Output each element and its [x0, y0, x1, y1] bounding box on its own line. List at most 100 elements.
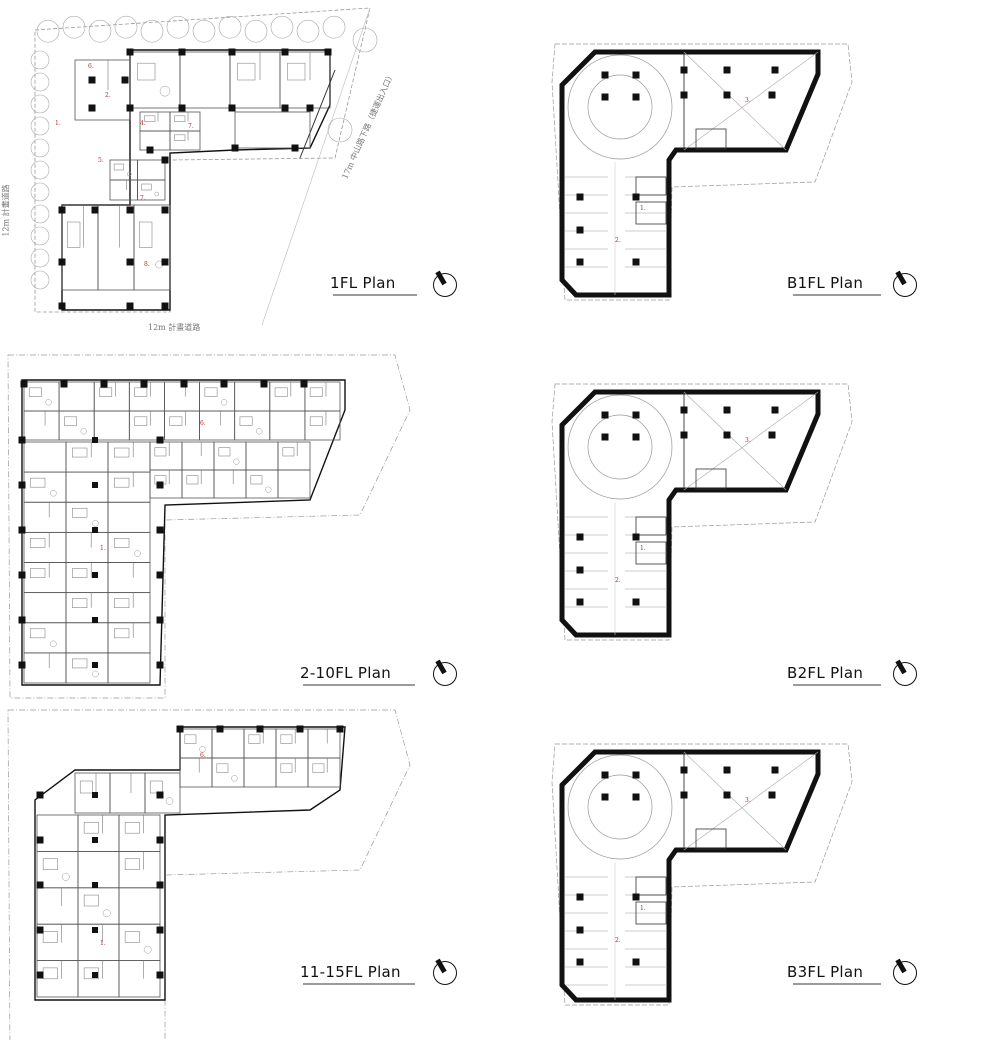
furniture — [29, 568, 46, 578]
plan-title-b3fl: B3FL Plan — [787, 963, 864, 981]
column — [768, 431, 776, 439]
fixture — [233, 458, 240, 465]
room — [234, 111, 311, 149]
column — [176, 725, 184, 733]
column — [88, 104, 96, 112]
furniture — [114, 628, 130, 639]
column — [100, 380, 108, 388]
column — [18, 661, 26, 669]
fixture — [265, 486, 272, 493]
tree-icon — [30, 160, 50, 180]
room — [304, 410, 341, 441]
fixture — [256, 428, 263, 435]
core-elevator — [695, 128, 727, 150]
core-stair — [635, 541, 667, 565]
furniture — [174, 115, 186, 122]
tree-icon — [270, 15, 294, 39]
column — [576, 926, 584, 934]
column — [92, 927, 98, 933]
column — [92, 617, 98, 623]
plan-title-1fl: 1FL Plan — [330, 274, 396, 292]
column — [216, 725, 224, 733]
column — [632, 793, 640, 801]
column — [92, 437, 98, 443]
column — [291, 144, 299, 152]
room — [107, 501, 151, 533]
core-stair — [635, 901, 667, 925]
column — [576, 566, 584, 574]
plan-underline-2-10fl — [303, 684, 415, 686]
column — [680, 91, 688, 99]
furniture — [72, 598, 88, 608]
fixture — [165, 797, 174, 805]
room-number: 1. — [100, 545, 106, 552]
column — [632, 258, 640, 266]
furniture — [124, 858, 140, 870]
room — [137, 159, 166, 181]
site-line — [261, 7, 371, 326]
tree-icon — [322, 15, 346, 39]
furniture — [83, 821, 99, 834]
column — [88, 76, 96, 84]
column — [18, 616, 26, 624]
fixture — [199, 746, 206, 753]
column — [680, 66, 688, 74]
room-number: 7. — [188, 123, 194, 130]
ramp-core — [587, 74, 653, 140]
tree-icon — [36, 19, 60, 43]
plan-underline-b2fl — [793, 684, 881, 686]
column — [576, 226, 584, 234]
room — [133, 204, 171, 291]
column — [601, 793, 609, 801]
column — [632, 958, 640, 966]
room — [97, 204, 135, 291]
column — [156, 481, 164, 489]
room-number: 5. — [98, 157, 104, 164]
column — [680, 791, 688, 799]
column — [723, 431, 731, 439]
furniture — [149, 780, 163, 794]
basement-wall — [559, 49, 821, 298]
furniture — [134, 416, 148, 426]
fixture — [92, 520, 99, 527]
column — [260, 380, 268, 388]
room-number: 2. — [105, 92, 111, 99]
furniture — [250, 475, 263, 485]
room-number: 4. — [140, 120, 146, 127]
room — [77, 923, 120, 962]
column — [126, 48, 134, 56]
tree-icon — [30, 248, 50, 268]
column — [178, 104, 186, 112]
furniture — [312, 763, 325, 773]
column — [161, 206, 169, 214]
column — [256, 725, 264, 733]
fixture — [50, 640, 57, 648]
ramp-circle — [567, 54, 673, 160]
ramp-core — [587, 414, 653, 480]
room-number: 2. — [615, 937, 621, 944]
column — [576, 533, 584, 541]
furniture — [113, 163, 125, 171]
column — [601, 771, 609, 779]
street-label-bottom: 12m 計畫道路 — [148, 323, 201, 332]
building-outline — [21, 379, 346, 686]
fixture — [61, 872, 70, 881]
furniture — [274, 387, 288, 397]
column — [92, 527, 98, 533]
column — [36, 791, 44, 799]
column — [156, 526, 164, 534]
furniture — [144, 115, 156, 122]
ramp-core — [587, 774, 653, 840]
furniture — [114, 538, 130, 548]
room — [279, 51, 331, 109]
furniture — [141, 183, 152, 191]
column — [18, 526, 26, 534]
room — [93, 410, 130, 441]
furniture — [154, 447, 167, 457]
furniture — [186, 475, 199, 485]
room-number: 2. — [615, 577, 621, 584]
room — [245, 441, 279, 471]
furniture — [174, 134, 186, 141]
void-diagonal — [683, 391, 787, 491]
fixture — [102, 909, 111, 918]
